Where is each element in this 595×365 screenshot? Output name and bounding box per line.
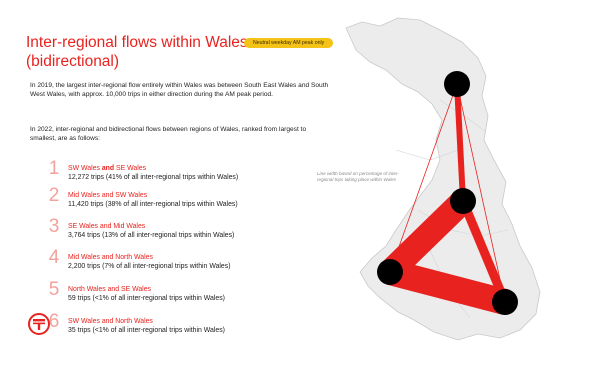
- rank-number: 2: [48, 185, 60, 206]
- flow-trips: 2,200 trips (7% of all inter-regional tr…: [68, 263, 231, 270]
- ranking-paragraph: In 2022, inter-regional and bidirectiona…: [30, 126, 307, 143]
- node-se-wales: [492, 289, 518, 315]
- flow-line-sw-north: [389, 83, 458, 273]
- map-legend-note: Line width based on percentage of inter-…: [317, 171, 399, 182]
- flow-item-3: 3 SE Wales and Mid Wales 3,764 trips (13…: [49, 216, 235, 240]
- rank-number: 1: [48, 158, 60, 179]
- flow-line-se-mid: [458, 199, 510, 304]
- rank-number: 5: [48, 279, 60, 300]
- flow-trips: 59 trips (<1% of all inter-regional trip…: [68, 295, 225, 302]
- flow-route: Mid Wales and SW Wales: [68, 192, 148, 199]
- flow-route: SW Wales and North Wales: [68, 318, 153, 325]
- flow-item-1: 1 SW Wales and SE Wales 12,272 trips (41…: [49, 158, 239, 182]
- flow-route: Mid Wales and North Wales: [68, 254, 153, 261]
- rank-number: 6: [48, 311, 60, 332]
- flow-trips: 11,420 trips (38% of all inter-regional …: [68, 201, 238, 208]
- flow-route: SE Wales and Mid Wales: [68, 223, 146, 230]
- node-sw-wales: [377, 259, 403, 285]
- flow-trips: 12,272 trips (41% of all inter-regional …: [68, 174, 239, 181]
- intro-paragraph: In 2019, the largest inter-regional flow…: [30, 82, 329, 99]
- flow-trips: 35 trips (<1% of all inter-regional trip…: [68, 327, 225, 334]
- flow-item-4: 4 Mid Wales and North Wales 2,200 trips …: [49, 247, 231, 271]
- rank-number: 4: [48, 247, 60, 268]
- node-north-wales: [444, 71, 470, 97]
- flow-line-mid-north: [454, 83, 466, 202]
- flow-trips: 3,764 trips (13% of all inter-regional t…: [68, 232, 235, 239]
- flow-route: North Wales and SE Wales: [68, 286, 151, 293]
- rank-number: 3: [48, 216, 60, 237]
- transport-for-wales-logo-icon: [28, 313, 50, 335]
- flow-line-mid-sw: [381, 192, 472, 281]
- node-mid-wales: [450, 188, 476, 214]
- flow-item-5: 5 North Wales and SE Wales 59 trips (<1%…: [49, 279, 225, 303]
- page-title: Inter-regional flows within Wales (bidir…: [26, 34, 248, 70]
- flow-line-sw-se: [386, 259, 509, 315]
- peak-badge: Neutral weekday AM peak only: [244, 38, 334, 48]
- flow-item-6: 6 SW Wales and North Wales 35 trips (<1%…: [49, 311, 225, 335]
- flow-line-north-se: [456, 83, 506, 303]
- flow-route: SW Wales and SE Wales: [68, 165, 147, 172]
- flow-item-2: 2 Mid Wales and SW Wales 11,420 trips (3…: [49, 185, 238, 209]
